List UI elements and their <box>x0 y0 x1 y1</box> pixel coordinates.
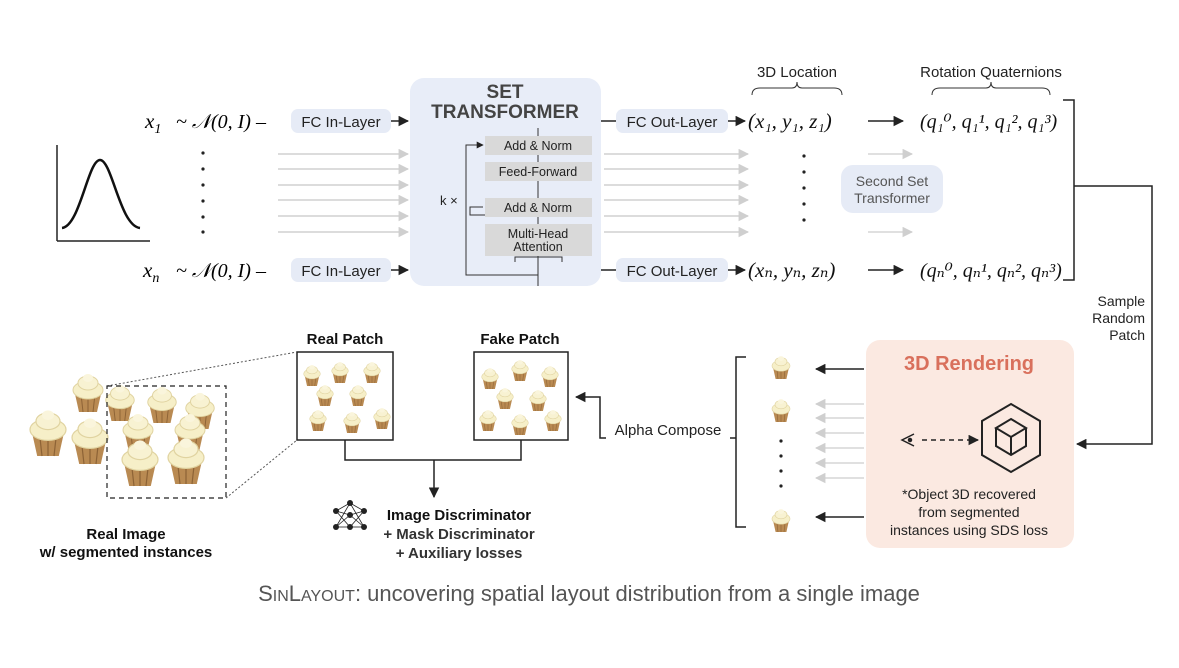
alpha-compose-label: Alpha Compose <box>615 422 722 439</box>
light-arrows-render <box>814 398 864 484</box>
fc-out-layer-top: FC Out-Layer <box>616 109 728 133</box>
svg-text:Real Image: Real Image <box>86 526 165 543</box>
location-row1: (x₁, y₁, z₁) <box>748 109 832 133</box>
light-arrows-in <box>278 148 410 238</box>
real-image-label: Real Image w/ segmented instances <box>39 526 213 561</box>
fc-in-layer-bottom: FC In-Layer <box>291 258 391 282</box>
location-brace <box>751 81 843 96</box>
figure-caption: SINLAYOUT: uncovering spatial layout dis… <box>258 581 920 606</box>
rotation-rown: (qₙ⁰, qₙ¹, qₙ², qₙ³) <box>920 260 1062 282</box>
real-patch-label: Real Patch <box>307 331 384 348</box>
zoom-lines <box>106 351 298 499</box>
rotation-header: Rotation Quaternions <box>920 64 1062 81</box>
output-bracket <box>1063 99 1075 281</box>
gaussian-curve-icon <box>56 145 150 242</box>
fc-in-layer-top: FC In-Layer <box>291 109 391 133</box>
add-norm-bottom: Add & Norm <box>504 201 572 215</box>
fake-patch-label: Fake Patch <box>480 331 559 348</box>
real-patch <box>296 351 394 441</box>
fc-out-layer-bottom: FC Out-Layer <box>616 258 728 282</box>
discriminator-line3: + Auxiliary losses <box>396 545 523 562</box>
multi-head-line2: Attention <box>513 240 562 254</box>
compose-bracket <box>735 356 746 528</box>
light-arrows-second <box>868 148 914 238</box>
set-transformer-title-2: TRANSFORMER <box>431 102 579 123</box>
rendered-cupcakes <box>771 355 791 533</box>
feed-forward: Feed-Forward <box>499 165 578 179</box>
cupcake-icon <box>771 508 791 533</box>
eye-icon <box>900 433 915 447</box>
rotation-row1: (q₁⁰, q₁¹, q₁², q₁³) <box>920 111 1057 133</box>
input-ellipsis <box>201 151 205 234</box>
svg-text:Random: Random <box>1092 310 1145 326</box>
rendering-panel: 3D Rendering *Object 3D recovered from s… <box>866 340 1074 548</box>
cupcake-icon <box>771 355 791 380</box>
location-rown: (xₙ, yₙ, zₙ) <box>748 258 835 282</box>
xn-distribution: ~ 𝒩(0, I) – <box>176 260 267 282</box>
patch-merge-lines <box>344 440 522 461</box>
location-ellipsis <box>802 154 806 222</box>
sample-random-patch-label: Sample Random Patch <box>1092 293 1145 343</box>
x1-var: x1 <box>144 109 161 137</box>
set-transformer: SET TRANSFORMER k × Add & Norm Feed-Forw… <box>410 78 601 286</box>
rendering-title: 3D Rendering <box>904 353 1034 375</box>
repeat-label: k × <box>440 193 458 208</box>
light-arrows-out <box>604 148 750 238</box>
segment-crop-box <box>106 385 227 499</box>
discriminator-line1: Image Discriminator <box>387 507 531 524</box>
location-header: 3D Location <box>757 64 837 81</box>
multi-head-line1: Multi-Head <box>508 227 568 241</box>
sample-path-line <box>1074 185 1153 450</box>
cupcake-icon <box>771 398 791 423</box>
rendering-note-2: from segmented <box>918 504 1019 520</box>
svg-text:FC Out-Layer: FC Out-Layer <box>627 114 718 131</box>
x1-distribution: ~ 𝒩(0, I) – <box>176 111 267 133</box>
svg-text:FC In-Layer: FC In-Layer <box>301 263 380 280</box>
rotation-brace <box>931 81 1051 96</box>
fake-patch <box>473 351 569 441</box>
svg-text:Patch: Patch <box>1109 327 1145 343</box>
second-set-transformer: Second Set Transformer <box>841 165 943 213</box>
svg-text:Transformer: Transformer <box>854 190 930 206</box>
discriminator-line2: + Mask Discriminator <box>383 526 534 543</box>
add-norm-top: Add & Norm <box>504 139 572 153</box>
rendering-note-1: *Object 3D recovered <box>902 486 1036 502</box>
svg-text:FC In-Layer: FC In-Layer <box>301 114 380 131</box>
set-transformer-title-1: SET <box>487 82 524 103</box>
real-image <box>29 373 227 499</box>
svg-text:Second Set: Second Set <box>856 173 928 189</box>
rendering-note-3: instances using SDS loss <box>890 522 1048 538</box>
svg-text:Sample: Sample <box>1098 293 1146 309</box>
neural-network-icon <box>333 500 367 530</box>
svg-text:FC Out-Layer: FC Out-Layer <box>627 263 718 280</box>
cube-icon <box>981 402 1041 474</box>
xn-var: xn <box>142 258 159 286</box>
svg-text:w/ segmented instances: w/ segmented instances <box>39 544 213 561</box>
